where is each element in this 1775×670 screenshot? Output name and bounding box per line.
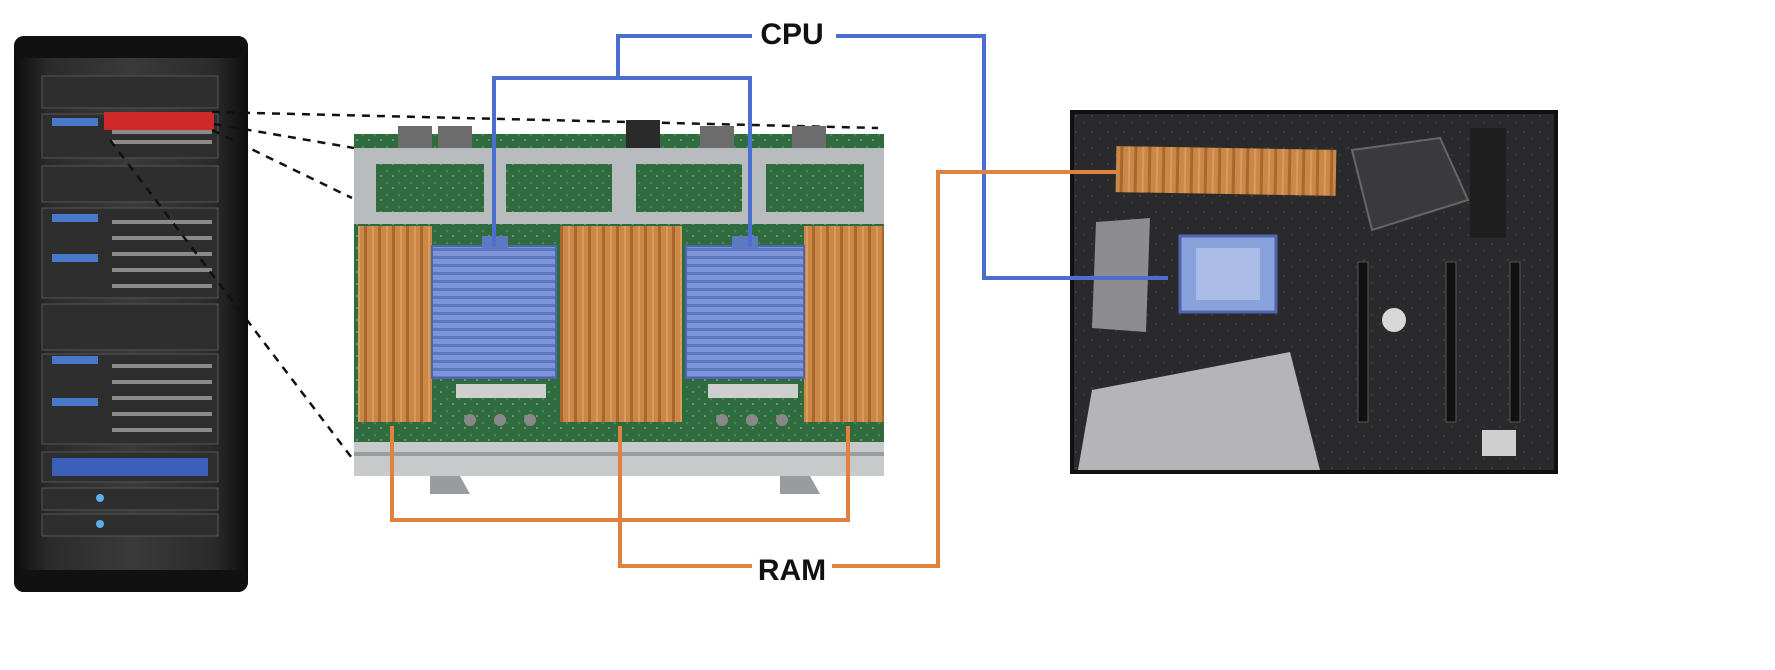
cpu-heatsink-1 xyxy=(431,245,557,379)
cpu-label: CPU xyxy=(760,18,823,51)
zoom-lines xyxy=(109,110,879,467)
ram-bank-3 xyxy=(804,226,884,422)
desktop-motherboard-image xyxy=(1070,110,1558,474)
ram-label: RAM xyxy=(758,554,826,587)
ram-bank-1 xyxy=(358,226,432,422)
ram-connector-lines xyxy=(390,170,1116,568)
desktop-ram-slot xyxy=(1115,146,1337,196)
server-motherboard-image xyxy=(354,120,884,494)
cpu-connector-lines xyxy=(492,34,1168,280)
rack-highlight-server xyxy=(104,112,214,130)
cpu-heatsink-2 xyxy=(685,245,805,379)
server-rack-image xyxy=(14,36,248,592)
ram-bank-2 xyxy=(560,226,682,422)
